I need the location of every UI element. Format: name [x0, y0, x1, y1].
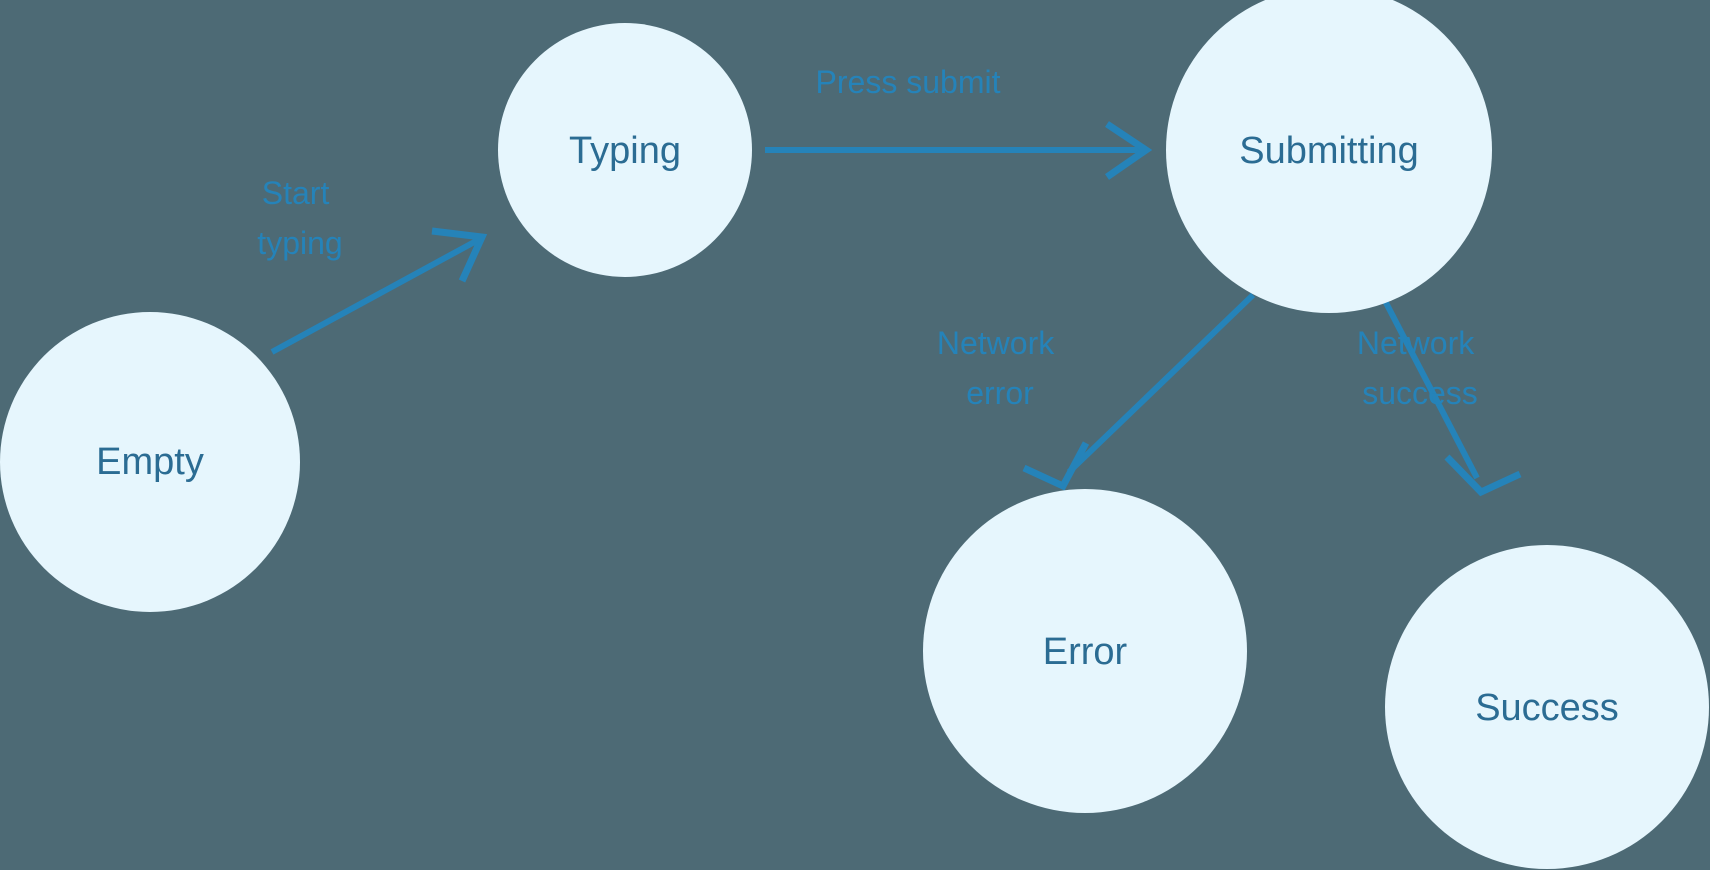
- edge-submitting-to-error-arrowhead: [1022, 441, 1090, 491]
- edge-label-network-error-line-2: error: [966, 375, 1034, 411]
- node-submitting-label: Submitting: [1239, 130, 1419, 172]
- edge-submitting-to-error-line: [1066, 292, 1256, 475]
- node-typing-circle: [498, 23, 752, 277]
- edge-label-network-error-line-1: Network: [937, 325, 1055, 361]
- edge-typing-to-submitting[interactable]: [765, 121, 1153, 180]
- edge-label-start-typing-line-1: Start: [262, 175, 330, 211]
- edge-label-start-typing-line-2: typing: [257, 225, 342, 261]
- edge-empty-to-typing-arrowhead: [431, 227, 488, 283]
- edge-label-press-submit-line-1: Press submit: [816, 64, 1001, 100]
- edge-submitting-to-success-line: [1380, 295, 1480, 480]
- node-empty[interactable]: Empty: [0, 312, 300, 612]
- node-success[interactable]: Success: [1385, 545, 1709, 869]
- edge-label-press-submit: Press submit: [816, 64, 1001, 100]
- node-error-circle: [923, 489, 1247, 813]
- node-error-label: Error: [1043, 631, 1128, 673]
- edge-label-network-success: Network success: [1357, 325, 1483, 411]
- edge-typing-to-submitting-arrowhead: [1105, 121, 1153, 180]
- edge-submitting-to-error[interactable]: [1022, 292, 1256, 491]
- node-empty-label: Empty: [96, 441, 204, 483]
- edge-empty-to-typing-line: [270, 237, 480, 355]
- edge-label-network-success-line-1: Network: [1357, 325, 1475, 361]
- node-success-label: Success: [1475, 687, 1619, 729]
- edge-label-start-typing: Start typing: [257, 175, 342, 261]
- edge-label-network-success-line-2: success: [1362, 375, 1478, 411]
- node-empty-circle: [0, 312, 300, 612]
- node-submitting[interactable]: Submitting: [1166, 0, 1492, 313]
- edge-empty-to-typing[interactable]: [270, 227, 488, 355]
- node-typing[interactable]: Typing: [498, 23, 752, 277]
- node-typing-label: Typing: [569, 130, 681, 172]
- edge-submitting-to-success[interactable]: [1380, 295, 1522, 497]
- edge-submitting-to-success-arrowhead: [1444, 454, 1522, 497]
- node-success-circle: [1385, 545, 1709, 869]
- node-error[interactable]: Error: [923, 489, 1247, 813]
- edge-label-network-error: Network error: [937, 325, 1063, 411]
- node-submitting-circle: [1166, 0, 1492, 313]
